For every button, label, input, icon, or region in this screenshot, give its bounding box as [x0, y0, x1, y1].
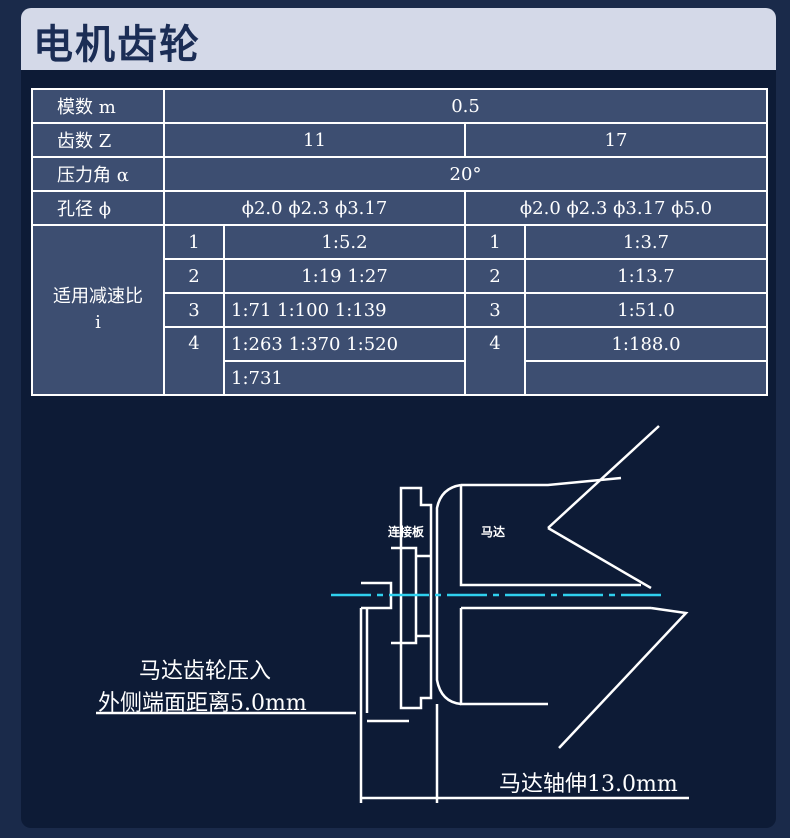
teeth-label: 齿数 Z	[31, 122, 165, 158]
ratio-17-index: 3	[464, 292, 526, 328]
ratio-11-value: 1:19 1:27	[223, 258, 466, 294]
teeth-value-17: 17	[463, 122, 769, 158]
module-value: 0.5	[162, 88, 769, 124]
motor-gear-diagram: 连接板 马达 马达齿轮压入 外侧端面距离5.0mm 马达轴伸13.0mm	[96, 425, 689, 803]
bore-value-11: ϕ2.0 ϕ2.3 ϕ3.17	[163, 190, 466, 226]
ratio-label-line2: i	[95, 312, 101, 333]
ratio-11-index: 2	[163, 258, 225, 294]
ratio-11-value: 1:263 1:370 1:520	[223, 326, 466, 362]
module-label: 模数 m	[31, 88, 165, 124]
motor-body-lower	[459, 606, 651, 706]
bore-label: 孔径 ϕ	[31, 190, 165, 226]
plate-label: 连接板	[388, 524, 425, 539]
page-title: 电机齿轮	[33, 22, 201, 68]
ratio-11-index: 4	[163, 326, 225, 396]
table-row-ratio-1: 适用减速比 i 1 1:5.2 1 1:3.7	[31, 224, 769, 396]
table-row-module: 模数 m 0.5	[31, 88, 769, 124]
ratio-11-index: 1	[163, 224, 225, 260]
table-row-ratio-5: 1:731	[32, 360, 769, 396]
table-row-ratio-4: 4 1:263 1:370 1:520 4 1:188.0	[32, 326, 769, 396]
pressure-angle-label: 压力角 α	[31, 156, 165, 192]
table-row-pressure-angle: 压力角 α 20°	[31, 156, 769, 192]
bore-value-17: ϕ2.0 ϕ2.3 ϕ3.17 ϕ5.0	[463, 190, 769, 226]
break-line	[547, 425, 689, 749]
ratio-17-index: 4	[464, 326, 526, 396]
ratio-17-value: 1:51.0	[523, 292, 769, 328]
note-line-1: 马达齿轮压入	[139, 659, 271, 684]
connector-plate	[399, 486, 433, 710]
shaft-extension-note: 马达轴伸13.0mm	[499, 772, 678, 797]
note-line-2: 外侧端面距离5.0mm	[98, 691, 307, 716]
gear-inner	[416, 554, 431, 638]
table-row-bore: 孔径 ϕ ϕ2.0 ϕ2.3 ϕ3.17 ϕ2.0 ϕ2.3 ϕ3.17 ϕ5.…	[31, 190, 769, 226]
ratio-17-empty	[523, 360, 769, 396]
ratio-17-index: 1	[464, 224, 526, 260]
ratio-label-line1: 适用减速比	[53, 286, 143, 307]
teeth-value-11: 11	[163, 122, 466, 158]
ratio-11-index: 3	[163, 292, 225, 328]
table-row-ratio-3: 3 1:71 1:100 1:139 3 1:51.0	[32, 292, 769, 328]
table-row-ratio-2: 2 1:19 1:27 2 1:13.7	[32, 258, 769, 294]
ratio-label: 适用减速比 i	[31, 224, 165, 396]
motor-label: 马达	[481, 524, 505, 539]
spec-table: 模数 m 0.5 齿数 Z 11 17 压力角 α 20° 孔径 ϕ ϕ2.0 …	[31, 88, 769, 396]
table-row-teeth: 齿数 Z 11 17	[31, 122, 769, 158]
ratio-11-value: 1:5.2	[223, 224, 466, 260]
ratio-17-value: 1:13.7	[523, 258, 769, 294]
dimension-guide-left	[359, 608, 439, 803]
pressure-angle-value: 20°	[162, 156, 769, 192]
ratio-17-value: 1:3.7	[523, 224, 769, 260]
main-panel: 电机齿轮 模数 m 0.5 齿数 Z 11 17 压力角 α 20° 孔径 ϕ …	[21, 8, 776, 828]
ratio-11-value: 1:71 1:100 1:139	[223, 292, 466, 328]
motor-body-upper	[459, 476, 641, 587]
ratio-17-index: 2	[464, 258, 526, 294]
title-bar: 电机齿轮	[21, 8, 776, 70]
ratio-17-value: 1:188.0	[523, 326, 769, 362]
ratio-11-extra-value: 1:731	[223, 360, 466, 396]
